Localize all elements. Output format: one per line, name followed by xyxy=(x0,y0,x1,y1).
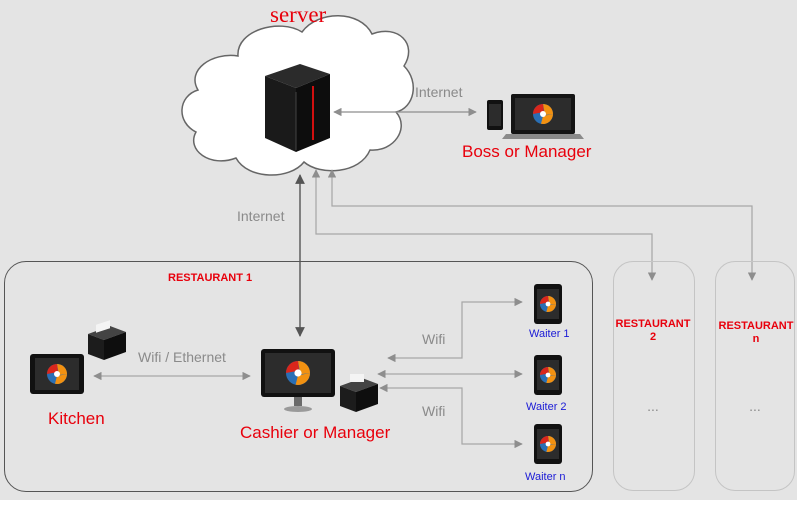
kitchen-link-label: Wifi / Ethernet xyxy=(138,349,226,365)
internet-label-boss: Internet xyxy=(415,84,463,100)
tablet-icon xyxy=(534,284,562,324)
receipt-printer-icon xyxy=(88,320,126,360)
laptop-icon xyxy=(502,94,584,139)
waiter-1-label: Waiter 1 xyxy=(529,328,570,340)
wifi-label-bottom: Wifi xyxy=(422,403,446,419)
tablet-icon xyxy=(30,354,84,394)
server-title: server xyxy=(270,2,327,27)
restaurant-2-title: RESTAURANT 2 xyxy=(615,318,691,343)
tablet-icon xyxy=(534,355,562,395)
cashier-label: Cashier or Manager xyxy=(240,423,391,442)
restaurant-1-box xyxy=(4,261,593,492)
restaurant-n-box xyxy=(715,261,795,491)
phone-icon xyxy=(487,100,503,130)
waiter-n-label: Waiter n xyxy=(525,471,566,483)
restaurant-2-box xyxy=(613,261,695,491)
tablet-icon xyxy=(534,424,562,464)
restaurant-n-title: RESTAURANT n xyxy=(718,320,794,345)
cashier-waiter1-link xyxy=(387,297,523,363)
cashier-waitern-link xyxy=(379,383,523,449)
waiter-2-label: Waiter 2 xyxy=(526,401,567,413)
restaurant-1-title: RESTAURANT 1 xyxy=(168,272,253,284)
monitor-icon xyxy=(261,349,335,412)
server-tower-icon xyxy=(265,64,330,152)
wifi-label-top: Wifi xyxy=(422,331,446,347)
internet-label-restaurants: Internet xyxy=(237,208,285,224)
restaurant-2-dots: ... xyxy=(647,398,659,414)
boss-label: Boss or Manager xyxy=(462,142,592,161)
server-restaurantn-link xyxy=(327,169,757,281)
kitchen-label: Kitchen xyxy=(48,409,105,428)
restaurant-n-dots: ... xyxy=(749,398,761,414)
receipt-printer-icon xyxy=(340,374,378,412)
